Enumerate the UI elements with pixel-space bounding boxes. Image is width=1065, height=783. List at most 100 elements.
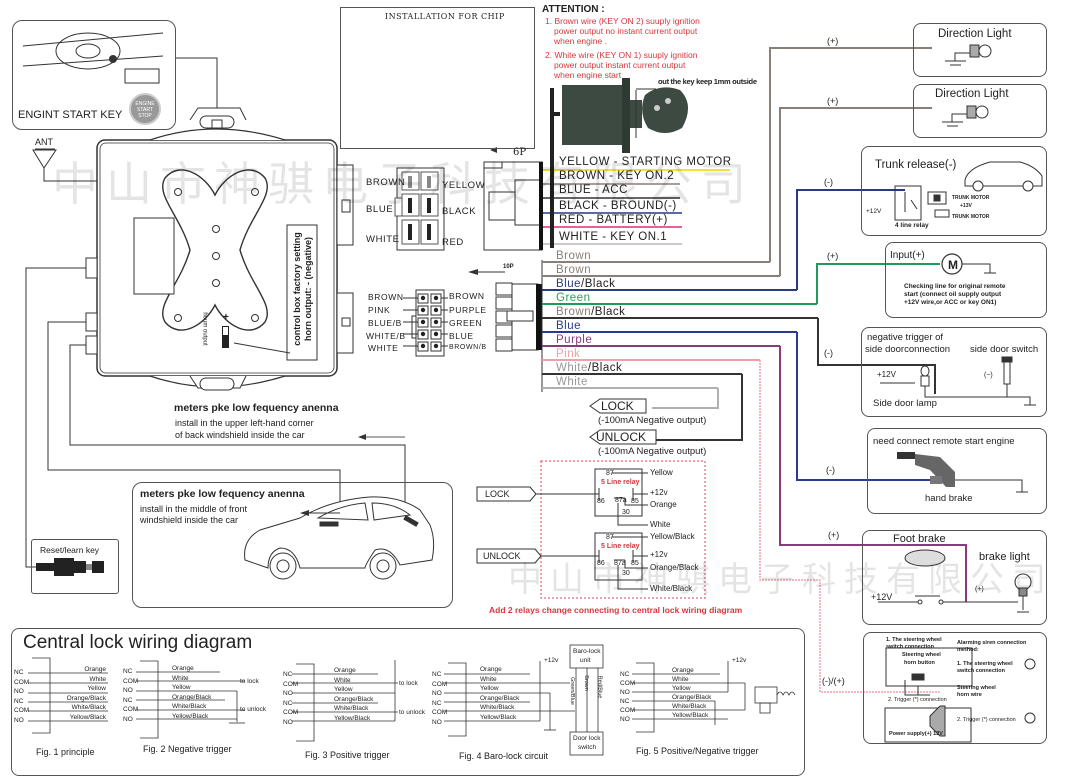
fig5-wires: Orange White Yellow Orange/Black White/B… xyxy=(672,666,711,720)
pin10p-left-3: WHITE/B xyxy=(366,331,406,341)
fig3-wire-4: White/Black xyxy=(334,705,369,712)
attention-2-line3: when engine start xyxy=(554,70,622,80)
wire6p-5: WHITE - KEY ON.1 xyxy=(559,231,668,243)
fig5-term-4: COM xyxy=(620,707,636,714)
fig5-term-0: NC xyxy=(620,671,630,678)
fig2-term-1: COM xyxy=(123,677,139,685)
fig4-wire-4: White/Black xyxy=(480,704,515,711)
fig2-to-lock: to lock xyxy=(240,678,259,685)
connector-6p-label: 6P xyxy=(513,147,527,158)
siren-wire-2: horn wire xyxy=(957,692,982,698)
fig3-term-0: NC xyxy=(283,671,293,678)
fig5-wire-3: Orange/Black xyxy=(672,694,712,701)
antenna-back-line1: install in the upper left-hand corner xyxy=(175,418,314,428)
fig5-wire-4: White/Black xyxy=(672,703,707,710)
wire10p-9-main: White xyxy=(556,376,588,388)
fig2-term-4: COM xyxy=(123,706,139,713)
side-door-line1: negative trigger of xyxy=(867,332,944,343)
foot-brake-polarity: (+) xyxy=(828,530,840,540)
relay-lock-pin-87a: 87a xyxy=(615,497,627,504)
antenna-back-line2: of back windshield inside the car xyxy=(175,430,305,440)
attention-1-line3: when engine . xyxy=(554,36,607,46)
foot-brake-title: Foot brake xyxy=(893,533,946,545)
attention-2-line2: power output instant current output xyxy=(554,60,686,70)
siren-method-1: Alarming siren connection xyxy=(957,640,1027,646)
direction-light-panel-2: Direction Light xyxy=(913,84,1047,138)
relay-lock-name: 5 Line relay xyxy=(601,479,640,486)
siren-horn-2: horn button xyxy=(904,660,935,666)
fig4-wire-0: Orange xyxy=(480,666,502,673)
side-door-plus12: +12V xyxy=(877,370,896,379)
wire10p-6: Purple xyxy=(556,334,592,346)
fig1-terminals: NC COM NO NC COM NO xyxy=(14,668,29,725)
wire10p-4-suffix: /Black xyxy=(591,306,626,318)
siren-wire-1: Steering wheel xyxy=(957,685,996,691)
bulb-1 xyxy=(945,44,992,66)
baro-switch-2: switch xyxy=(578,744,597,751)
side-door-line2: side doorconnection xyxy=(865,344,951,355)
button-text-engine: ENGINE xyxy=(135,101,155,107)
connector-6p-body xyxy=(394,147,543,251)
input-note-1: Checking line for original remote xyxy=(904,283,1006,290)
baro-unit-2: unit xyxy=(580,657,591,664)
fig5-term-5: NO xyxy=(620,716,630,723)
baro-wire-2: Red/Blue xyxy=(596,675,603,699)
fig3-wire-1: White xyxy=(334,676,351,684)
fig2-wire-4: White/Black xyxy=(172,703,207,710)
relay-lock-pin-85: 85 xyxy=(631,498,639,505)
attention-title: ATTENTION : xyxy=(542,4,605,15)
relay-lock-out-0: Yellow xyxy=(650,468,673,477)
chip-install-title: INSTALLATION FOR CHIP xyxy=(385,12,505,21)
fig3-term-4: COM xyxy=(283,709,299,716)
foot-brake-plus: (+) xyxy=(975,586,984,593)
wire10p-4: Brown/Black xyxy=(556,306,625,318)
reset-learn-key-panel: Reset/learn key xyxy=(31,539,119,594)
relay-lock-tag: LOCK xyxy=(485,489,510,499)
ignition-barrel xyxy=(550,78,689,248)
direction-light-1-title: Direction Light xyxy=(938,28,1012,40)
hand-brake-panel: need connect remote start engine hand br… xyxy=(867,428,1047,514)
pin6p-right-0: YELLOW xyxy=(442,180,486,191)
pin10p-right-1: PURPLE xyxy=(449,305,487,315)
fig3-term-1: COM xyxy=(283,680,299,688)
button-text-stop: STOP xyxy=(138,113,152,119)
horn-output-plus: + xyxy=(223,312,229,323)
fig4-wire-5: Yellow/Black xyxy=(480,713,517,721)
fig4-terminals: NC COM NO NC COM NO xyxy=(432,670,447,727)
wire10p-2-main: Blue xyxy=(556,278,582,290)
relay-unlock-tag: UNLOCK xyxy=(483,551,521,561)
fig3-to-unlock: to unlock xyxy=(399,709,426,716)
foot-brake-panel: Foot brake brake light +12V (+) xyxy=(862,530,1047,625)
trunk-release-title: Trunk release(-) xyxy=(875,159,957,171)
chip-install-box: INSTALLATION FOR CHIP xyxy=(340,7,535,149)
trunk-relay-label: 4 line relay xyxy=(895,222,929,229)
fig3-caption: Fig. 3 Positive trigger xyxy=(305,750,390,760)
input-title: Input(+) xyxy=(890,250,925,261)
key-note: out the key keep 1mm outside xyxy=(658,77,757,86)
wire10p-9: White xyxy=(556,376,588,388)
side-door-panel: negative trigger of side doorconnection … xyxy=(861,327,1047,417)
wire10p-6-main: Purple xyxy=(556,334,593,346)
fig4-term-2: NO xyxy=(432,690,442,697)
fig1-lines xyxy=(28,672,108,722)
side-door-circuit xyxy=(880,356,1036,406)
antenna-front-line2: windshield inside the car xyxy=(140,515,239,525)
wire10p-8-suffix: /Black xyxy=(587,362,623,374)
control-box-module xyxy=(85,107,354,391)
trunk-relay xyxy=(894,185,950,221)
wire10p-2-suffix: /Black xyxy=(581,278,616,290)
antenna-symbol xyxy=(32,148,97,182)
front-antenna-arrow xyxy=(300,510,340,516)
relay-lock-out-2: Orange xyxy=(650,500,677,509)
relay-lock-out-1: +12v xyxy=(650,488,668,497)
fig4-term-0: NC xyxy=(432,671,442,678)
fig1-term-4: COM xyxy=(14,707,30,714)
relay-lock-pin-30: 30 xyxy=(622,509,630,516)
fig4-wires: Orange White Yellow Orange/Black White/B… xyxy=(480,665,519,722)
fig3-wire-2: Yellow xyxy=(334,686,353,693)
fig2-terminals: NC COM NO NC COM NO xyxy=(123,667,138,724)
fig1-term-2: NO xyxy=(14,688,24,695)
direction-light-panel-1: Direction Light xyxy=(913,23,1047,77)
side-door-polarity: (-) xyxy=(824,348,833,358)
relay-lock-pin-87: 87 xyxy=(606,470,614,477)
